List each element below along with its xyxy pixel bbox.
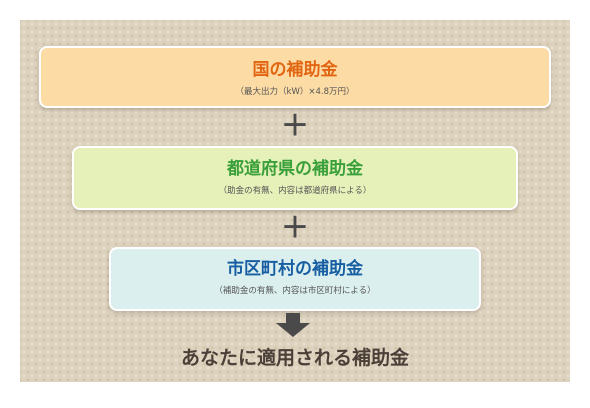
- municipal-subsidy-subtitle: （補助金の有無、内容は市区町村による）: [214, 286, 376, 296]
- prefecture-subsidy-title: 都道府県の補助金: [227, 159, 363, 179]
- plus-icon: ＋: [280, 109, 310, 142]
- diagram-panel: 国の補助金 （最大出力（kW）×4.8万円） ＋ 都道府県の補助金 （助金の有無…: [20, 20, 570, 382]
- national-subsidy-subtitle: （最大出力（kW）×4.8万円）: [235, 87, 355, 97]
- prefecture-subsidy-subtitle: （助金の有無、内容は都道府県による）: [218, 186, 372, 196]
- result-label: あなたに適用される補助金: [180, 347, 409, 369]
- municipal-subsidy-title: 市区町村の補助金: [227, 259, 363, 279]
- prefecture-subsidy-box: 都道府県の補助金 （助金の有無、内容は都道府県による）: [72, 146, 518, 210]
- plus-icon: ＋: [280, 211, 310, 244]
- arrow-down-icon: [276, 313, 310, 337]
- municipal-subsidy-box: 市区町村の補助金 （補助金の有無、内容は市区町村による）: [109, 247, 481, 311]
- national-subsidy-box: 国の補助金 （最大出力（kW）×4.8万円）: [39, 46, 551, 108]
- national-subsidy-title: 国の補助金: [252, 60, 338, 80]
